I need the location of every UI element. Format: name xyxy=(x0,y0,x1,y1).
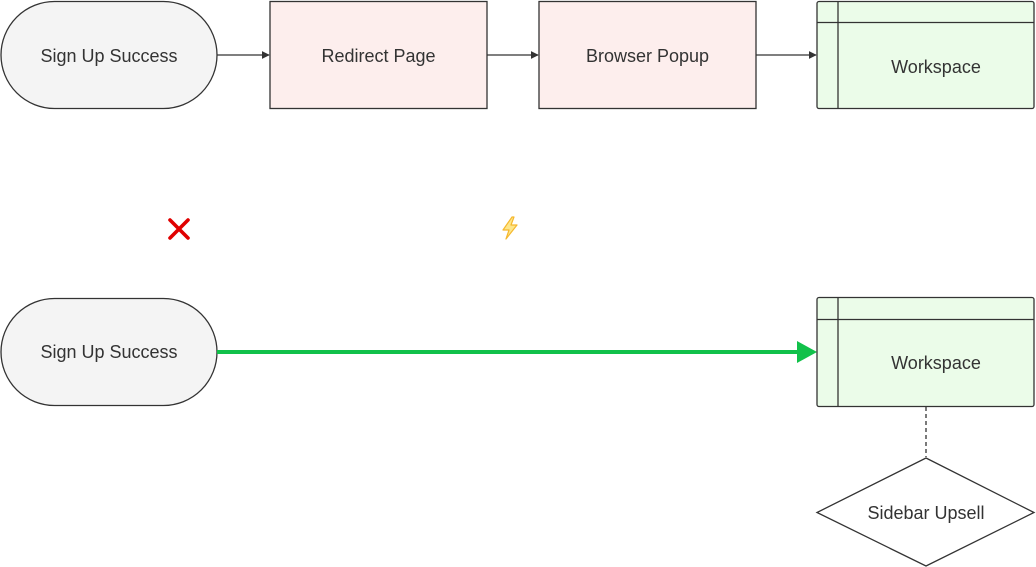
workspace-node-top[interactable]: Workspace xyxy=(816,0,1035,110)
workspace-node-bottom[interactable]: Workspace xyxy=(816,296,1035,408)
signup-success-label: Sign Up Success xyxy=(40,342,177,362)
signup-success-label: Sign Up Success xyxy=(40,46,177,66)
workspace-label: Workspace xyxy=(891,57,981,77)
sidebar-upsell-label: Sidebar Upsell xyxy=(867,503,984,523)
workspace-shape xyxy=(816,296,1035,408)
workspace-shape xyxy=(816,0,1035,110)
redirect-page-node[interactable]: Redirect Page xyxy=(269,0,488,110)
process-shape xyxy=(269,0,488,110)
signup-success-node-bottom[interactable]: Sign Up Success xyxy=(0,297,218,407)
lightning-icon xyxy=(502,216,518,240)
cross-icon xyxy=(168,218,190,240)
signup-success-node-top[interactable]: Sign Up Success xyxy=(0,0,218,110)
browser-popup-label: Browser Popup xyxy=(586,46,709,66)
process-shape xyxy=(538,0,757,110)
current-flow: Sign Up Success Redirect Page Browser Po… xyxy=(0,0,1035,110)
proposed-flow: Sign Up Success Workspace Sidebar Upsell xyxy=(0,296,1036,567)
sidebar-upsell-node[interactable]: Sidebar Upsell xyxy=(815,457,1036,567)
decision-shape xyxy=(815,457,1036,567)
browser-popup-node[interactable]: Browser Popup xyxy=(538,0,757,110)
green-arrow-head xyxy=(797,341,817,363)
workspace-label: Workspace xyxy=(891,353,981,373)
green-direct-arrow xyxy=(217,341,817,363)
redirect-page-label: Redirect Page xyxy=(321,46,435,66)
